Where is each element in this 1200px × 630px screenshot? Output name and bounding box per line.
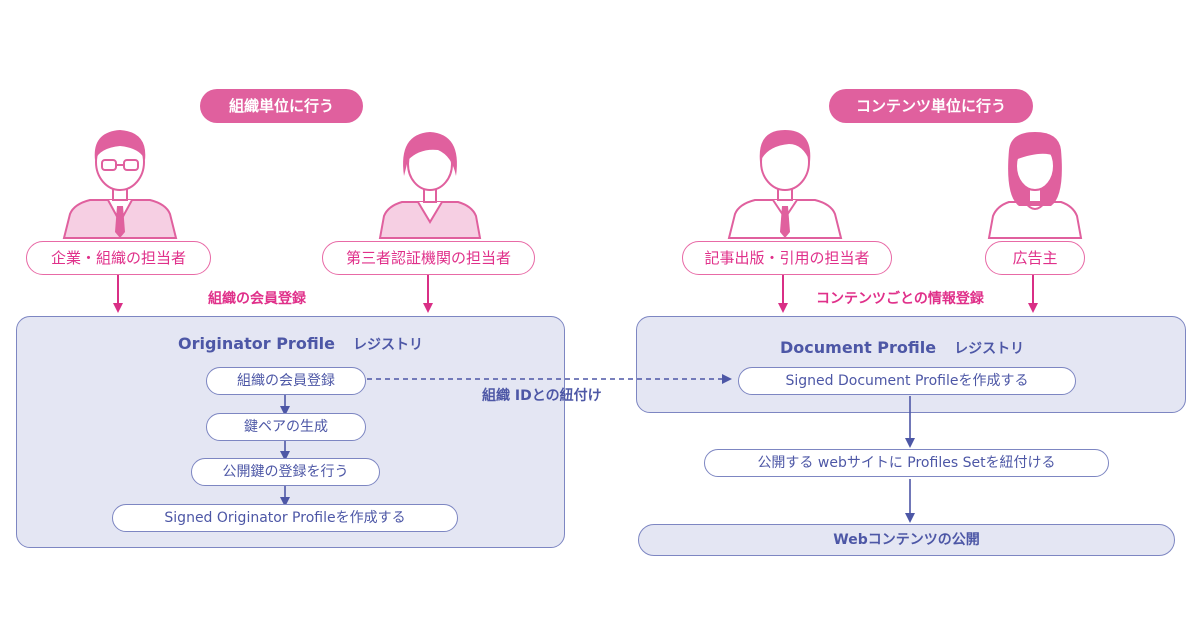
step-publish-web-content: Webコンテンツの公開	[638, 524, 1175, 556]
originator-panel-title: Originator Profile レジストリ	[178, 334, 423, 354]
role-third-party: 第三者認証機関の担当者	[322, 241, 535, 275]
role-advertiser: 広告主	[985, 241, 1085, 275]
step-signed-originator-profile: Signed Originator Profileを作成する	[112, 504, 458, 532]
label-org-membership: 組織の会員登録	[208, 291, 306, 307]
originator-title-text: Originator Profile	[178, 334, 336, 353]
label-link-org-id: 組織 IDとの紐付け	[482, 388, 602, 404]
header-org-unit: 組織単位に行う	[200, 89, 363, 123]
document-panel-title: Document Profile レジストリ	[780, 338, 1024, 358]
document-profile-panel	[636, 316, 1186, 413]
label-content-registration: コンテンツごとの情報登録	[816, 291, 984, 307]
role-org-staff: 企業・組織の担当者	[26, 241, 211, 275]
person-org-staff-icon	[62, 130, 178, 239]
step-register-public-key: 公開鍵の登録を行う	[191, 458, 380, 486]
role-publisher: 記事出版・引用の担当者	[682, 241, 892, 275]
step-signed-document-profile: Signed Document Profileを作成する	[738, 367, 1076, 395]
person-publisher-icon	[727, 130, 843, 239]
person-advertiser-icon	[987, 132, 1083, 239]
person-third-party-icon	[378, 132, 482, 239]
header-content-unit: コンテンツ単位に行う	[829, 89, 1033, 123]
document-title-text: Document Profile	[780, 338, 937, 357]
originator-subtitle-text: レジストリ	[353, 337, 424, 353]
step-key-pair: 鍵ペアの生成	[206, 413, 366, 441]
document-subtitle-text: レジストリ	[954, 341, 1025, 357]
step-org-membership: 組織の会員登録	[206, 367, 366, 395]
step-link-profiles-set: 公開する webサイトに Profiles Setを紐付ける	[704, 449, 1109, 477]
